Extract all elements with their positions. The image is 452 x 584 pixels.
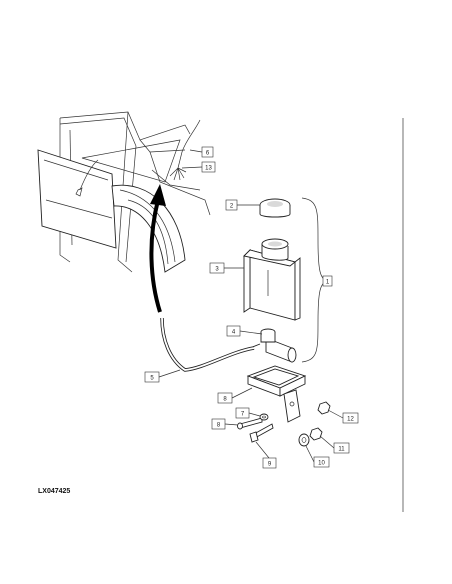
callout-10-label: 10	[318, 461, 325, 467]
callout-4: 4	[226, 325, 241, 337]
callout-6-label: 6	[206, 151, 210, 157]
callout-9: 9	[262, 457, 277, 469]
callout-3: 3	[209, 262, 225, 274]
callout-11: 11	[333, 442, 350, 454]
callout-6: 6	[201, 146, 214, 158]
callout-9-label: 9	[268, 462, 272, 468]
callout-12-label: 12	[347, 417, 354, 423]
callout-1: 1	[322, 275, 333, 287]
leader-wedge	[81, 139, 181, 183]
callout-8-screw-label: 8	[217, 423, 221, 429]
washer-hose	[160, 317, 255, 372]
callout-13: 13	[201, 161, 216, 173]
leader-lines	[158, 149, 344, 463]
callout-5: 5	[144, 371, 160, 383]
callout-5-label: 5	[150, 376, 154, 382]
callout-1-label: 1	[326, 280, 330, 286]
washer-reservoir	[243, 238, 301, 321]
callout-8-screw: 8	[211, 418, 226, 430]
callout-11-label: 11	[338, 447, 345, 453]
routing-arrow	[149, 184, 166, 313]
washer-pump	[249, 328, 297, 363]
reservoir-bracket	[246, 365, 307, 423]
callout-8-bracket-label: 8	[223, 397, 227, 403]
reservoir-cap	[259, 198, 291, 218]
callout-4-label: 4	[232, 330, 236, 336]
wire-harness	[169, 119, 201, 181]
hardware	[237, 401, 331, 447]
callout-8-bracket: 8	[217, 392, 233, 404]
callout-2-label: 2	[230, 204, 234, 210]
callout-7: 7	[235, 407, 250, 419]
callout-12: 12	[342, 412, 359, 424]
callout-7-label: 7	[241, 412, 245, 418]
callout-2: 2	[225, 199, 238, 211]
callout-13-label: 13	[205, 166, 212, 172]
cab-illustration	[37, 111, 211, 273]
figure-reference: LX047425	[38, 488, 70, 495]
callout-3-label: 3	[215, 267, 219, 273]
callout-10: 10	[313, 456, 330, 468]
